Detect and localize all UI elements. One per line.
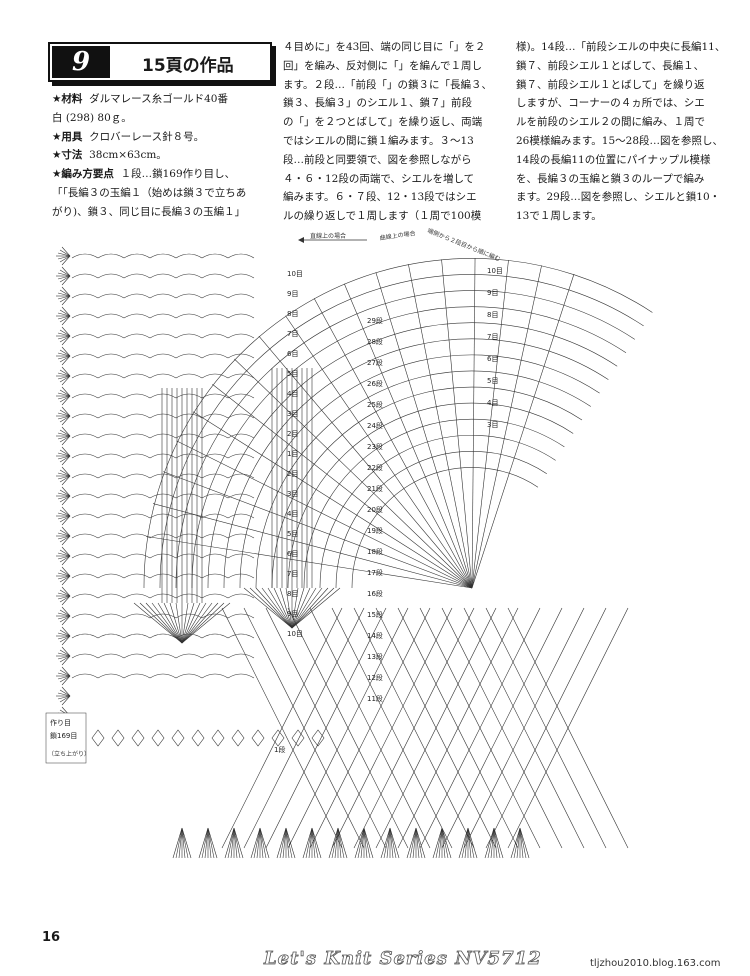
source-url: tljzhou2010.blog.163.com xyxy=(590,958,721,969)
row-label-left: 7目 xyxy=(287,330,298,338)
row-label-left: 8目 xyxy=(287,590,298,598)
row-label-left: 8目 xyxy=(287,310,298,318)
row-label-mid: 22段 xyxy=(367,463,383,472)
method-line-3: がり)、鎖３、同じ目に長編３の玉編１」 xyxy=(52,205,246,218)
text-line: 様)。14段…「前段シエルの中央に長編11、 xyxy=(516,41,726,53)
material-line: ★材料 ダルマレース糸ゴールド40番 xyxy=(52,93,228,105)
text-line: ます。２段…「前段「」の鎖３に「長編３、 xyxy=(283,78,492,91)
row-label-mid: 23段 xyxy=(367,442,383,451)
text-line: 鎖７、前段シエル１とばして」を繰り返 xyxy=(516,78,705,91)
row-label-left: 5目 xyxy=(287,530,298,538)
row-label-left: 5目 xyxy=(287,370,298,378)
text-line: ルの繰り返しで１周します（１周で100模 xyxy=(283,210,482,223)
direction-label-straight: 直線上の場合 xyxy=(310,232,346,240)
row-label-left: 3目 xyxy=(287,410,298,418)
row-label-left: 6目 xyxy=(287,550,298,558)
tools-line: ★用具 クロバーレース針８号。 xyxy=(52,130,205,143)
row-label-left: 2目 xyxy=(287,430,298,438)
text-line: 編みます。６・７段、12・13段ではシエ xyxy=(283,191,477,204)
direction-label-curve: 曲線上の場合 xyxy=(379,229,416,242)
row-label-mid: 21段 xyxy=(367,484,383,493)
text-line: を、長編３の玉編と鎖３のループで編み xyxy=(516,172,705,185)
row-label-left: 1目 xyxy=(287,450,298,458)
row-label-left: 4目 xyxy=(287,510,298,518)
row-label-mid: 25段 xyxy=(367,400,383,409)
row-label-mid: 16段 xyxy=(367,589,383,598)
text-line: ではシエルの間に鎖１編みます。３～13 xyxy=(283,134,474,147)
pattern-number: 9 xyxy=(52,46,110,78)
method-line-2: 「「長編３の玉編１（始めは鎖３で立ちあ xyxy=(52,186,247,199)
method-line: ★編み方要点 １段…鎖169作り目し、 xyxy=(52,168,236,181)
row-label-right: 3目 xyxy=(487,421,498,429)
row-label-mid: 29段 xyxy=(367,316,383,325)
row-label-left: 3目 xyxy=(287,490,298,498)
row-label-mid: 20段 xyxy=(367,505,383,514)
instructions-middle-column: ４目めに」を43回、端の同じ目に「」を２ 回」を編み、反対側に「」を編んで１周し… xyxy=(283,38,495,226)
row-label-left: 7目 xyxy=(287,570,298,578)
row-label-left: 4目 xyxy=(287,390,298,398)
pattern-title: 15頁の作品 xyxy=(142,56,234,76)
row-label-right: 9目 xyxy=(487,289,498,297)
start-label-rise: （立ち上がり） xyxy=(48,750,90,758)
row-label-mid: 26段 xyxy=(367,379,383,388)
text-line: の「」を２つとばして」を繰り返し、両端 xyxy=(283,116,483,129)
text-line: ルを前段のシエル２の間に編み、１周で xyxy=(516,116,705,129)
row-label-mid: 13段 xyxy=(367,652,383,661)
row-label-right: 4目 xyxy=(487,399,498,407)
row-label-mid: 24段 xyxy=(367,421,383,430)
row-label-left: 9目 xyxy=(287,290,298,298)
pattern-title-box: 9 15頁の作品 xyxy=(48,42,272,82)
row-label-mid: 17段 xyxy=(367,568,383,577)
text-line: 段…前段と同要領で、図を参照しながら xyxy=(283,153,472,166)
row-label-mid: 15段 xyxy=(367,610,383,619)
text-line: しますが、コーナーの４ヵ所では、シエ xyxy=(516,97,705,110)
material-line-2: 白 (298) 80ｇ。 xyxy=(52,111,132,124)
text-line: 回」を編み、反対側に「」を編んで１周し xyxy=(283,59,482,72)
row-label-left: 2目 xyxy=(287,470,298,478)
text-line: 14段の長編11の位置にパイナップル模様 xyxy=(516,153,711,166)
row-label-mid: 18段 xyxy=(367,547,383,556)
page-number: 16 xyxy=(42,930,61,945)
crochet-chart: 10目 9目 8目 7目 6目 5目 4目 3目 2目 1目 2目 3目 4目 5目 6目 7目 8目 9目 10目… xyxy=(42,226,732,878)
first-row-label: 1段 xyxy=(274,745,285,754)
text-line: ４目めに」を43回、端の同じ目に「」を２ xyxy=(283,41,486,53)
text-line: 26模様編みます。15～28段…図を参照し、 xyxy=(516,134,724,147)
row-label-left: 10目 xyxy=(287,630,303,638)
row-label-mid: 14段 xyxy=(367,631,383,640)
row-label-mid: 28段 xyxy=(367,337,383,346)
row-label-mid: 12段 xyxy=(367,673,383,682)
row-label-left: 6目 xyxy=(287,350,298,358)
start-chain-labels: 作り目 鎖169目 （立ち上がり） 1段 xyxy=(45,712,285,764)
crochet-chart-svg: 10目 9目 8目 7目 6目 5目 4目 3目 2目 1目 2目 3目 4目 5目 6目 7目 8目 9目 10目… xyxy=(45,226,653,859)
row-label-right: 8目 xyxy=(487,311,498,319)
text-line: ます。29段…図を参照し、シエルと鎖10・ xyxy=(516,191,721,204)
instructions-left-column: ★材料 ダルマレース糸ゴールド40番 白 (298) 80ｇ。 ★用具 クロバー… xyxy=(52,90,264,222)
text-line: 13で１周します。 xyxy=(516,210,602,223)
start-label-chain: 作り目 xyxy=(50,718,71,727)
row-label-right: 6目 xyxy=(487,355,498,363)
text-line: ４・６・12段の両端で、シエルを増して xyxy=(283,172,475,185)
row-label-right: 10目 xyxy=(487,267,503,275)
direction-annotations: 直線上の場合 曲線上の場合 端側から２段目から順に編む xyxy=(298,226,502,263)
row-label-mid: 19段 xyxy=(367,526,383,535)
series-watermark: Let's Knit Series NV5712 xyxy=(264,948,542,970)
instructions-right-column: 様)。14段…「前段シエルの中央に長編11、 鎖７、前段シエル１とばして、長編１… xyxy=(516,38,726,226)
row-label-mid: 27段 xyxy=(367,358,383,367)
row-label-right: 5目 xyxy=(487,377,498,385)
row-label-right: 7目 xyxy=(487,333,498,341)
text-line: 鎖７、前段シエル１とばして、長編１、 xyxy=(516,59,705,72)
start-label-count: 鎖169目 xyxy=(50,731,77,740)
row-label-mid: 11段 xyxy=(367,694,383,703)
text-line: 鎖３、長編３」のシエル１、鎖７」前段 xyxy=(283,97,472,110)
row-label-left: 9目 xyxy=(287,610,298,618)
direction-label-end: 端側から２段目から順に編む xyxy=(426,228,501,263)
size-line: ★寸法 38cm×63cm。 xyxy=(52,149,167,162)
row-label-left: 10目 xyxy=(287,270,303,278)
